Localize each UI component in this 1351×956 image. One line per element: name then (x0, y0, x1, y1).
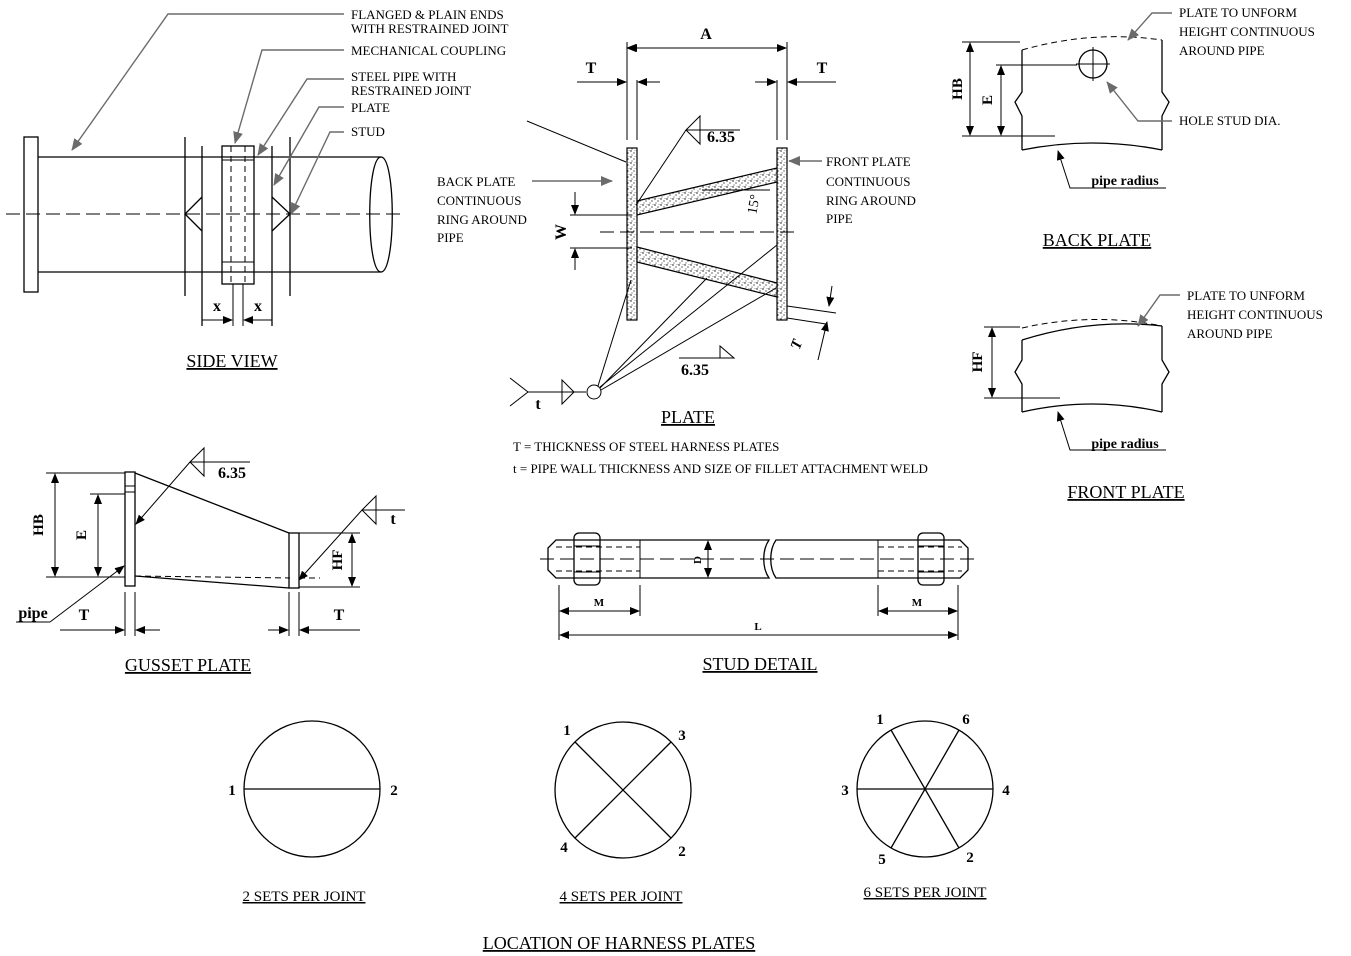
gusset-dim-t-right: T (334, 607, 345, 624)
callout-steel-pipe-1: STEEL PIPE WITH (351, 69, 456, 84)
loc4-num-2: 2 (678, 844, 686, 860)
loc4-num-4: 4 (560, 840, 568, 856)
back-callout-2: HEIGHT CONTINUOUS (1179, 24, 1315, 39)
plate-title: PLATE (661, 407, 715, 427)
gusset-dim-t-left: T (79, 607, 90, 624)
dim-t-slanted: T (788, 337, 806, 352)
gusset-dim-hf: HF (330, 550, 346, 571)
front-plate-section (776, 147, 788, 321)
front-plate-title: FRONT PLATE (1067, 482, 1184, 502)
back-plate-label-3: RING AROUND (437, 212, 527, 227)
gusset-dim-hb: HB (31, 514, 47, 536)
front-dim-hf: HF (970, 352, 986, 373)
location-title: LOCATION OF HARNESS PLATES (483, 933, 756, 953)
hole-stud-label: HOLE STUD DIA. (1179, 113, 1280, 128)
loc4-label: 4 SETS PER JOINT (560, 889, 683, 905)
weld-all-around-icon (586, 384, 602, 400)
callout-stud: STUD (351, 124, 385, 139)
stud-dim-m-right: M (912, 597, 923, 609)
gusset-pipe-label: pipe (18, 605, 47, 622)
side-view-title: SIDE VIEW (186, 351, 277, 371)
callout-coupling: MECHANICAL COUPLING (351, 43, 506, 58)
side-view: x x FLANGED & PLAIN ENDS WITH RESTRAINED… (6, 7, 508, 371)
front-callout-2: HEIGHT CONTINUOUS (1187, 307, 1323, 322)
callout-steel-pipe-2: RESTRAINED JOINT (351, 83, 471, 98)
loc6-num-2: 2 (966, 850, 974, 866)
callout-flanged-1: FLANGED & PLAIN ENDS (351, 7, 504, 22)
weld-size-plate-top: 6.35 (707, 129, 735, 146)
pipe-end (369, 156, 393, 273)
dim-x-left: x (213, 298, 221, 315)
note-thickness-plates: T = THICKNESS OF STEEL HARNESS PLATES (513, 439, 779, 454)
stud-dim-l: L (754, 621, 761, 633)
back-dim-hb: HB (950, 78, 966, 100)
weld-size-plate-bottom: 6.35 (681, 362, 709, 379)
front-callout-1: PLATE TO UNFORM (1187, 288, 1305, 303)
gusset-lower (636, 246, 778, 298)
callout-plate: PLATE (351, 100, 390, 115)
front-plate-label-2: CONTINUOUS (826, 174, 911, 189)
back-plate-section (626, 147, 638, 321)
stud-detail: D M M L STUD DETAIL (540, 532, 980, 674)
loc4-num-1: 1 (563, 723, 571, 739)
back-callout-3: AROUND PIPE (1179, 43, 1265, 58)
weld-t-plate: t (535, 396, 541, 413)
back-plate-detail: HB E PLATE TO UNFORM HEIGHT CONTINUOUS A… (950, 5, 1315, 250)
gusset-title: GUSSET PLATE (125, 655, 251, 675)
location-6-sets: 1 6 3 4 5 2 6 SETS PER JOINT (841, 712, 1010, 901)
loc2-label: 2 SETS PER JOINT (243, 889, 366, 905)
dim-t-left: T (586, 60, 597, 77)
stud-dim-d: D (692, 556, 704, 564)
loc2-num-1: 1 (228, 783, 236, 799)
back-plate-label-4: PIPE (437, 230, 464, 245)
angle-label: 15° (745, 193, 763, 215)
back-pipe-radius: pipe radius (1091, 174, 1159, 189)
dim-w: W (553, 224, 570, 240)
loc6-num-6: 6 (962, 712, 970, 728)
front-plate-label-4: PIPE (826, 211, 853, 226)
back-callout-1: PLATE TO UNFORM (1179, 5, 1297, 20)
stud-dim-m-left: M (594, 597, 605, 609)
back-plate-title: BACK PLATE (1043, 230, 1152, 250)
note-wall-thickness: t = PIPE WALL THICKNESS AND SIZE OF FILL… (513, 461, 928, 476)
dim-t-right: T (817, 60, 828, 77)
back-plate-label-2: CONTINUOUS (437, 193, 522, 208)
front-callout-3: AROUND PIPE (1187, 326, 1273, 341)
callout-flanged-2: WITH RESTRAINED JOINT (351, 21, 508, 36)
loc2-num-2: 2 (390, 783, 398, 799)
back-dim-e: E (980, 95, 996, 105)
loc4-num-3: 3 (678, 728, 686, 744)
front-plate-label-3: RING AROUND (826, 193, 916, 208)
front-plate-label-1: FRONT PLATE (826, 154, 911, 169)
back-plate-label-1: BACK PLATE (437, 174, 515, 189)
gusset-dim-e: E (74, 530, 90, 540)
loc6-num-5: 5 (878, 852, 886, 868)
weld-t-gusset: t (390, 511, 396, 528)
loc6-num-3: 3 (841, 783, 849, 799)
dim-a: A (700, 26, 712, 43)
loc6-num-4: 4 (1002, 783, 1010, 799)
plate-section: A T T 15° W T 6.35 (437, 26, 928, 476)
front-pipe-radius: pipe radius (1091, 437, 1159, 452)
weld-size-gusset: 6.35 (218, 465, 246, 482)
location-2-sets: 1 2 2 SETS PER JOINT (228, 720, 398, 905)
front-plate-detail: HF PLATE TO UNFORM HEIGHT CONTINUOUS ARO… (970, 288, 1323, 502)
loc6-num-1: 1 (876, 712, 884, 728)
dim-x-right: x (254, 298, 262, 315)
location-4-sets: 1 3 4 2 4 SETS PER JOINT (554, 721, 692, 905)
loc6-label: 6 SETS PER JOINT (864, 885, 987, 901)
gusset-upper (636, 167, 778, 216)
mechanical-coupling (221, 145, 255, 285)
gusset-plate-detail: HB E HF T T pipe 6.35 t GUSSET PLATE (16, 446, 405, 675)
stud-title: STUD DETAIL (702, 654, 817, 674)
